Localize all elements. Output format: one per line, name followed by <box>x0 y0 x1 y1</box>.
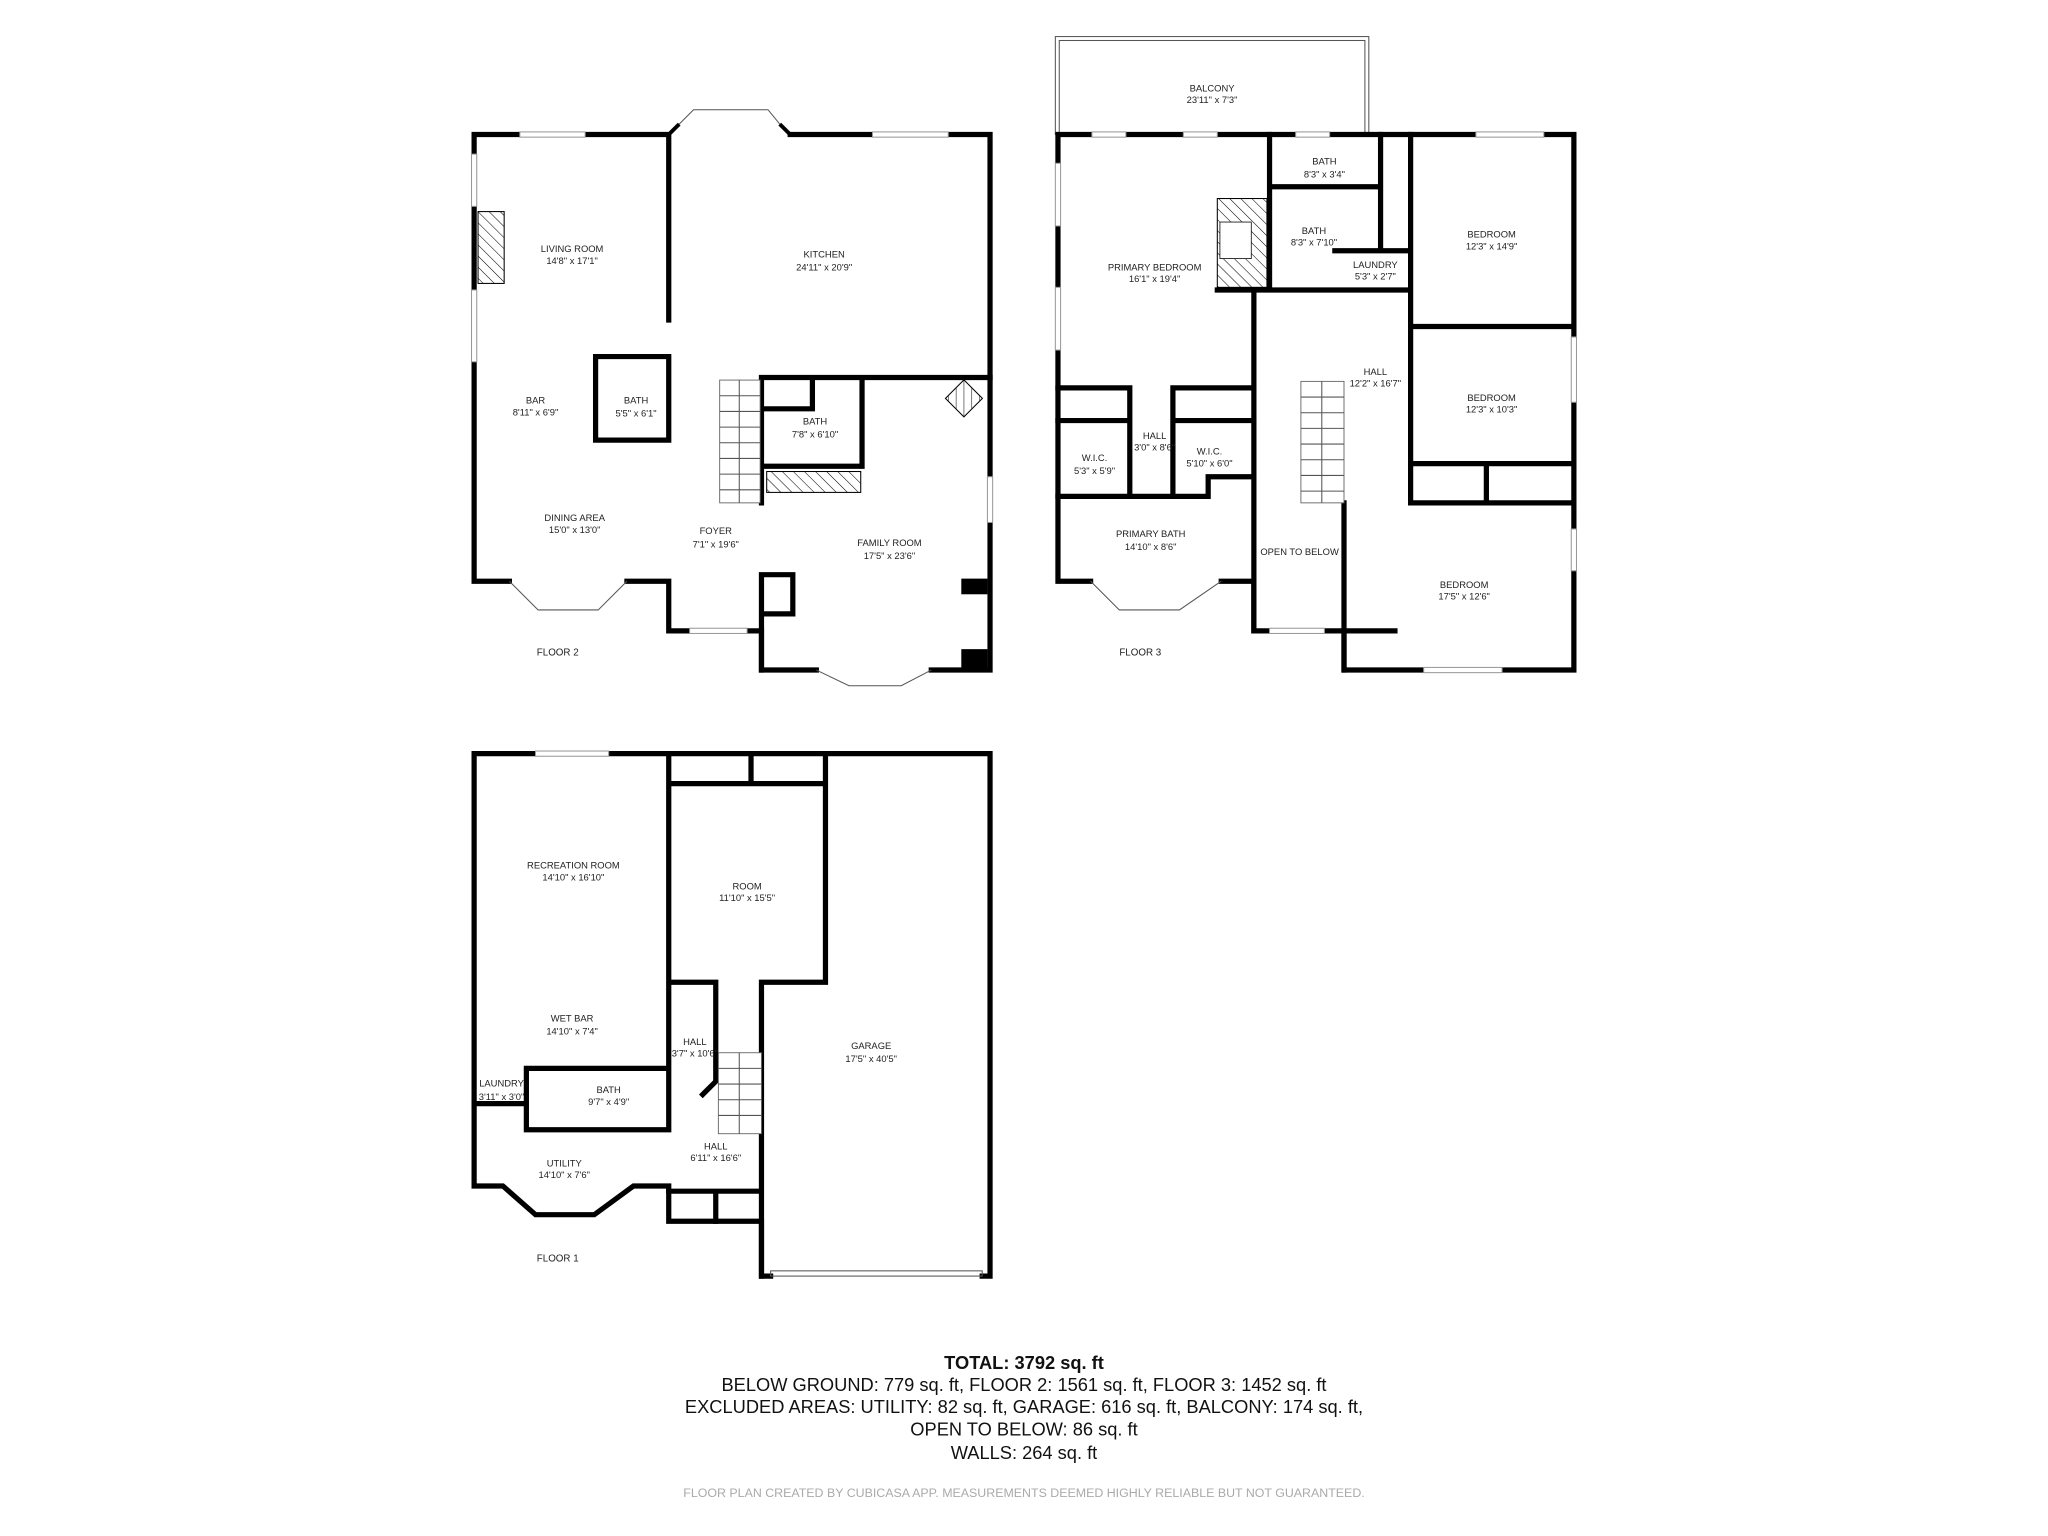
room-name: BEDROOM <box>1467 229 1516 240</box>
room-name: BEDROOM <box>1440 579 1489 590</box>
room-dimensions: 12'3" x 10'3" <box>1466 404 1518 415</box>
room-dimensions: 7'8" x 6'10" <box>792 429 838 440</box>
area-breakdown-line: WALLS: 264 sq. ft <box>951 1442 1098 1463</box>
room-dimensions: 3'11" x 3'0" <box>479 1091 525 1102</box>
room-name: PRIMARY BATH <box>1116 528 1186 539</box>
room-name: HALL <box>704 1140 728 1151</box>
room-dimensions: 9'7" x 4'9" <box>588 1096 629 1107</box>
room-name: FAMILY ROOM <box>857 537 922 548</box>
room-name: LAUNDRY <box>1353 259 1398 270</box>
room-dimensions: 3'7" x 10'6" <box>672 1048 718 1059</box>
room-dimensions: 8'3" x 7'10" <box>1291 237 1337 248</box>
room-dimensions: 12'3" x 14'9" <box>1466 240 1518 251</box>
room-name: HALL <box>683 1036 707 1047</box>
room-name: GARAGE <box>851 1040 891 1051</box>
room-dimensions: 12'2" x 16'7" <box>1350 378 1402 389</box>
room-name: UTILITY <box>547 1157 583 1168</box>
room-name: BATH <box>596 1084 621 1095</box>
staircase <box>717 1052 762 1135</box>
room-name: BATH <box>803 415 828 426</box>
room-name: KITCHEN <box>804 248 845 259</box>
room-name: BATH <box>1312 156 1337 167</box>
room-dimensions: 8'11" x 6'9" <box>513 406 559 417</box>
room-dimensions: 15'0" x 13'0" <box>549 524 601 535</box>
room-name: LIVING ROOM <box>541 243 604 254</box>
floor-label: FLOOR 1 <box>537 1254 579 1265</box>
room-dimensions: 6'11" x 16'6" <box>690 1152 741 1163</box>
room-dimensions: 11'10" x 15'5" <box>719 892 775 903</box>
room-name: HALL <box>1364 366 1388 377</box>
room-name: HALL <box>1143 430 1167 441</box>
staircase <box>719 379 761 504</box>
room-dimensions: 5'3" x 2'7" <box>1355 271 1396 282</box>
floor-1-plan <box>471 750 993 1279</box>
room-dimensions: 8'3" x 3'4" <box>1304 169 1345 180</box>
area-breakdown-line: EXCLUDED AREAS: UTILITY: 82 sq. ft, GARA… <box>685 1396 1363 1417</box>
staircase <box>1300 380 1345 504</box>
floor-label: FLOOR 3 <box>1119 648 1161 659</box>
floor-3-plan <box>1054 36 1578 674</box>
room-dimensions: 17'5" x 12'6" <box>1438 591 1490 602</box>
room-name: ROOM <box>732 880 761 891</box>
room-dimensions: 17'5" x 23'6" <box>864 550 916 561</box>
room-dimensions: 17'5" x 40'5" <box>845 1053 897 1064</box>
room-name: FOYER <box>700 525 733 536</box>
room-name: BATH <box>624 395 649 406</box>
room-dimensions: 24'11" x 20'9" <box>796 261 852 272</box>
room-dimensions: 7'1" x 19'6" <box>693 538 739 549</box>
room-dimensions: 14'10" x 16'10" <box>542 871 604 882</box>
room-dimensions: 23'11" x 7'3" <box>1187 94 1238 105</box>
total-area: TOTAL: 3792 sq. ft <box>944 1352 1104 1373</box>
room-name: W.I.C. <box>1197 446 1223 457</box>
room-name: W.I.C. <box>1082 452 1108 463</box>
room-dimensions: 14'8" x 17'1" <box>546 255 598 266</box>
room-name: LAUNDRY <box>479 1078 524 1089</box>
area-breakdown-line: BELOW GROUND: 779 sq. ft, FLOOR 2: 1561 … <box>721 1374 1326 1395</box>
floor-2-plan <box>470 109 994 687</box>
disclaimer: FLOOR PLAN CREATED BY CUBICASA APP. MEAS… <box>683 1486 1364 1500</box>
room-name: BEDROOM <box>1467 392 1516 403</box>
room-name: DINING AREA <box>544 512 605 523</box>
room-dimensions: 5'5" x 6'1" <box>616 408 657 419</box>
room-dimensions: 14'10" x 7'6" <box>538 1169 590 1180</box>
room-name: WET BAR <box>551 1012 594 1023</box>
room-name: BAR <box>526 395 546 406</box>
room-dimensions: 14'10" x 7'4" <box>546 1025 598 1036</box>
room-dimensions: 5'3" x 5'9" <box>1074 465 1115 476</box>
area-breakdown-line: OPEN TO BELOW: 86 sq. ft <box>910 1418 1137 1439</box>
room-dimensions: 5'10" x 6'0" <box>1186 457 1232 468</box>
room-name: BALCONY <box>1190 82 1236 93</box>
room-name: RECREATION ROOM <box>527 860 620 871</box>
room-name: BATH <box>1302 225 1327 236</box>
floor-label: FLOOR 2 <box>537 648 579 659</box>
room-dimensions: 3'0" x 8'6" <box>1134 442 1175 453</box>
room-name: PRIMARY BEDROOM <box>1108 261 1202 272</box>
room-name: OPEN TO BELOW <box>1260 546 1339 557</box>
room-dimensions: 14'10" x 8'6" <box>1125 541 1177 552</box>
room-dimensions: 16'1" x 19'4" <box>1129 273 1181 284</box>
